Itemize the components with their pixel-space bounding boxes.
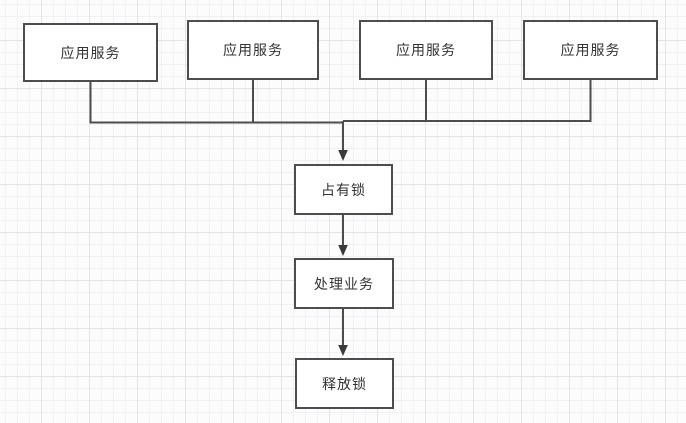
- node-app-service-4[interactable]: 应用服务: [523, 20, 658, 80]
- node-release-lock[interactable]: 释放锁: [295, 358, 394, 409]
- arrowhead-to-lock: [338, 150, 348, 161]
- node-app-service-2[interactable]: 应用服务: [187, 20, 319, 80]
- node-app-service-4-label: 应用服务: [560, 42, 621, 58]
- edge-app1-to-bus: [89, 82, 343, 124]
- node-app-service-3[interactable]: 应用服务: [359, 20, 493, 80]
- node-app-service-2-label: 应用服务: [223, 42, 283, 58]
- node-app-service-1-label: 应用服务: [60, 44, 121, 61]
- node-release-lock-label: 释放锁: [322, 375, 367, 392]
- node-app-service-3-label: 应用服务: [396, 42, 456, 58]
- node-process-business-label: 处理业务: [314, 275, 374, 292]
- arrowhead-to-process: [338, 245, 348, 256]
- node-process-business[interactable]: 处理业务: [294, 258, 394, 309]
- edge-app4-to-bus: [343, 80, 592, 122]
- node-acquire-lock[interactable]: 占有锁: [294, 164, 393, 215]
- node-app-service-1[interactable]: 应用服务: [23, 23, 158, 82]
- arrowhead-to-release: [338, 345, 348, 356]
- node-acquire-lock-label: 占有锁: [321, 181, 366, 198]
